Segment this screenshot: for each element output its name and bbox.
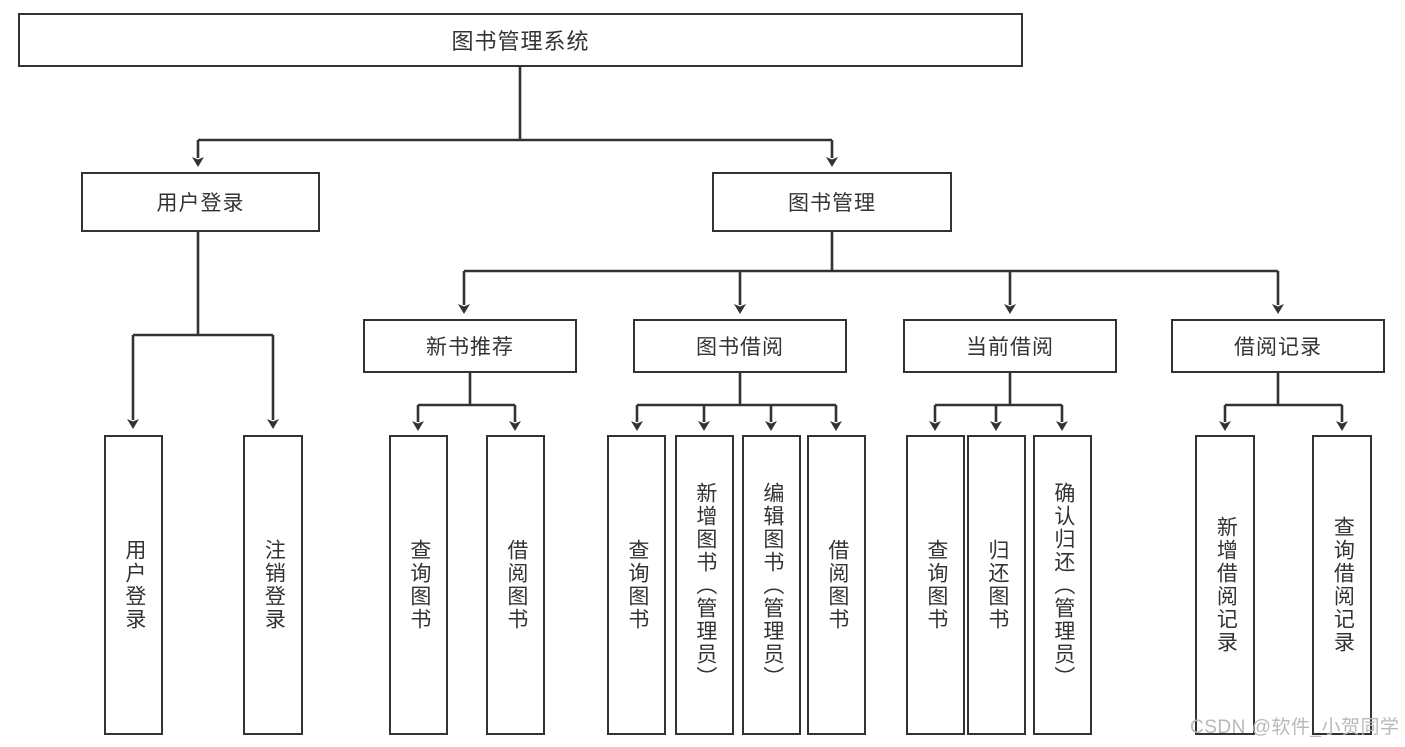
node-label: 新书推荐 [426,336,514,359]
node-leaf-add-borrow-record[interactable]: 新增借阅记录 [1195,435,1255,735]
node-label: 新增借阅记录 [1214,516,1238,654]
node-label: 注销登录 [262,539,286,631]
node-label: 图书管理系统 [451,29,590,54]
node-leaf-confirm-return-admin[interactable]: 确认归还（管理员） [1033,435,1092,735]
node-label: 借阅图书 [825,539,849,631]
node-label: 查询图书 [625,539,649,631]
node-leaf-user-login[interactable]: 用户登录 [104,435,163,735]
node-label: 查询图书 [924,539,948,631]
node-leaf-return-book[interactable]: 归还图书 [967,435,1026,735]
node-label: 图书管理 [788,192,876,215]
node-root-system[interactable]: 图书管理系统 [18,13,1023,67]
node-leaf-logout[interactable]: 注销登录 [243,435,303,735]
node-label: 图书借阅 [696,336,784,359]
node-label: 借阅图书 [504,539,528,631]
node-label: 归还图书 [985,539,1009,631]
node-leaf-edit-book-admin[interactable]: 编辑图书（管理员） [742,435,801,735]
node-borrow-record[interactable]: 借阅记录 [1171,319,1385,373]
node-label: 查询图书 [407,539,431,631]
node-label: 用户登录 [122,539,146,631]
node-book-management[interactable]: 图书管理 [712,172,952,232]
node-leaf-query-book-recommend[interactable]: 查询图书 [389,435,448,735]
node-leaf-query-book-borrow[interactable]: 查询图书 [607,435,666,735]
node-label: 确认归还（管理员） [1051,481,1075,689]
node-book-borrow[interactable]: 图书借阅 [633,319,847,373]
node-leaf-query-book-current[interactable]: 查询图书 [906,435,965,735]
node-label: 新增图书（管理员） [693,481,717,689]
node-leaf-query-borrow-record[interactable]: 查询借阅记录 [1312,435,1372,735]
node-current-borrow[interactable]: 当前借阅 [903,319,1117,373]
node-user-login[interactable]: 用户登录 [81,172,320,232]
node-label: 编辑图书（管理员） [760,481,784,689]
node-new-book-recommend[interactable]: 新书推荐 [363,319,577,373]
node-label: 用户登录 [156,192,245,215]
node-leaf-borrow-book[interactable]: 借阅图书 [807,435,866,735]
node-leaf-borrow-book-recommend[interactable]: 借阅图书 [486,435,545,735]
node-label: 借阅记录 [1234,336,1322,359]
watermark-text: CSDN @软件_小贺同学 [1190,717,1400,738]
node-label: 当前借阅 [966,336,1054,359]
node-label: 查询借阅记录 [1331,516,1355,654]
node-leaf-add-book-admin[interactable]: 新增图书（管理员） [675,435,734,735]
